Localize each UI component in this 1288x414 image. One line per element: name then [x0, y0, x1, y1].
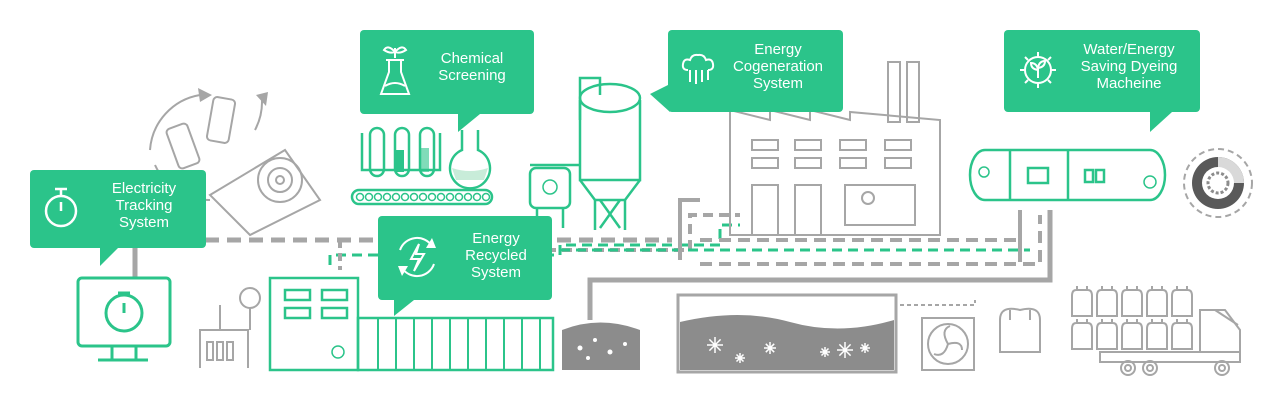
- conveyor-roller: [436, 192, 446, 202]
- conveyor-roller: [427, 192, 437, 202]
- chemical-line2: Screening: [438, 67, 506, 84]
- dyeing-line1: Water/Energy: [1083, 41, 1175, 58]
- electricity-line2: Tracking: [115, 197, 173, 214]
- chemical-callout-tail: [458, 114, 480, 132]
- recycled-line2: Recycled: [465, 247, 527, 264]
- fabric-bag: [1121, 286, 1143, 317]
- conveyor-roller: [373, 192, 383, 202]
- chemical-lab: [350, 126, 494, 206]
- small-generator: [199, 287, 261, 368]
- fabric-bag: [1096, 319, 1118, 350]
- recycled-line1: Energy: [472, 230, 520, 247]
- chemical-screening-callout: Chemical Screening: [360, 30, 534, 114]
- treatment-tanks: [562, 293, 898, 374]
- fabric-bag: [1146, 319, 1168, 350]
- electricity-line3: System: [118, 214, 169, 231]
- conveyor-roller: [472, 192, 482, 202]
- flask-plant-icon: [379, 46, 411, 95]
- factory-building: [729, 61, 941, 236]
- electricity-line1: Electricity: [111, 180, 177, 197]
- dyeing-line2: Saving Dyeing: [1080, 58, 1178, 75]
- electricity-callout-tail: [100, 248, 118, 266]
- conveyor-roller: [364, 192, 374, 202]
- sparkle: [820, 347, 830, 357]
- gear-leaf-icon: [1020, 52, 1056, 88]
- control-cabinet: [268, 276, 555, 372]
- sparkle: [707, 337, 723, 353]
- cogeneration-line3: System: [752, 75, 803, 92]
- conveyor-roller: [355, 192, 365, 202]
- conveyor-roller: [382, 192, 392, 202]
- sparkle: [837, 342, 853, 358]
- truck-bags: [1071, 286, 1193, 350]
- fabric-bag: [1071, 319, 1093, 350]
- sparkle: [764, 342, 776, 354]
- bubble-sparkles: [707, 337, 870, 363]
- conveyor-rollers: [355, 192, 491, 202]
- conveyor-roller: [409, 192, 419, 202]
- stopwatch-icon: [44, 187, 78, 228]
- cabinet-slats: [377, 318, 541, 370]
- conveyor-roller: [400, 192, 410, 202]
- gear-badge: [1183, 148, 1253, 218]
- exhaust-fan: [921, 307, 1041, 371]
- dyeing-line3: Macheine: [1096, 75, 1162, 92]
- dyeing-callout-tail: [1150, 112, 1172, 132]
- tracking-monitor: [76, 276, 172, 362]
- conveyor-roller: [445, 192, 455, 202]
- cogeneration-callout: Energy Cogeneration System: [668, 30, 843, 112]
- cogeneration-line2: Cogeneration: [732, 58, 824, 75]
- conveyor-roller: [463, 192, 473, 202]
- conveyor-roller: [481, 192, 491, 202]
- conveyor-roller: [454, 192, 464, 202]
- fabric-bag: [1171, 319, 1193, 350]
- pipe-network: [132, 198, 1053, 320]
- delivery-truck: [1099, 309, 1241, 376]
- cogeneration-line1: Energy: [754, 41, 802, 58]
- dyeing-callout: Water/Energy Saving Dyeing Macheine: [1004, 30, 1200, 112]
- recycled-callout: Energy Recycled System: [378, 216, 552, 300]
- fabric-bag: [1171, 286, 1193, 317]
- conveyor-roller: [418, 192, 428, 202]
- fabric-bag: [1071, 286, 1093, 317]
- electricity-callout: Electricity Tracking System: [30, 170, 206, 248]
- recycle-energy-icon: [398, 236, 436, 278]
- fabric-bag: [1146, 286, 1168, 317]
- storage-tanks: [528, 76, 642, 230]
- steam-icon: [681, 53, 715, 84]
- sparkle: [860, 343, 870, 353]
- conveyor-roller: [391, 192, 401, 202]
- fabric-bag: [1121, 319, 1143, 350]
- fabric-bag: [1096, 286, 1118, 317]
- cogeneration-callout-tail: [650, 84, 670, 112]
- chemical-line1: Chemical: [440, 50, 504, 67]
- sparkle: [735, 353, 745, 363]
- recycled-line3: System: [470, 264, 521, 281]
- recycled-callout-tail: [394, 300, 414, 316]
- dyeing-machine: [968, 148, 1167, 202]
